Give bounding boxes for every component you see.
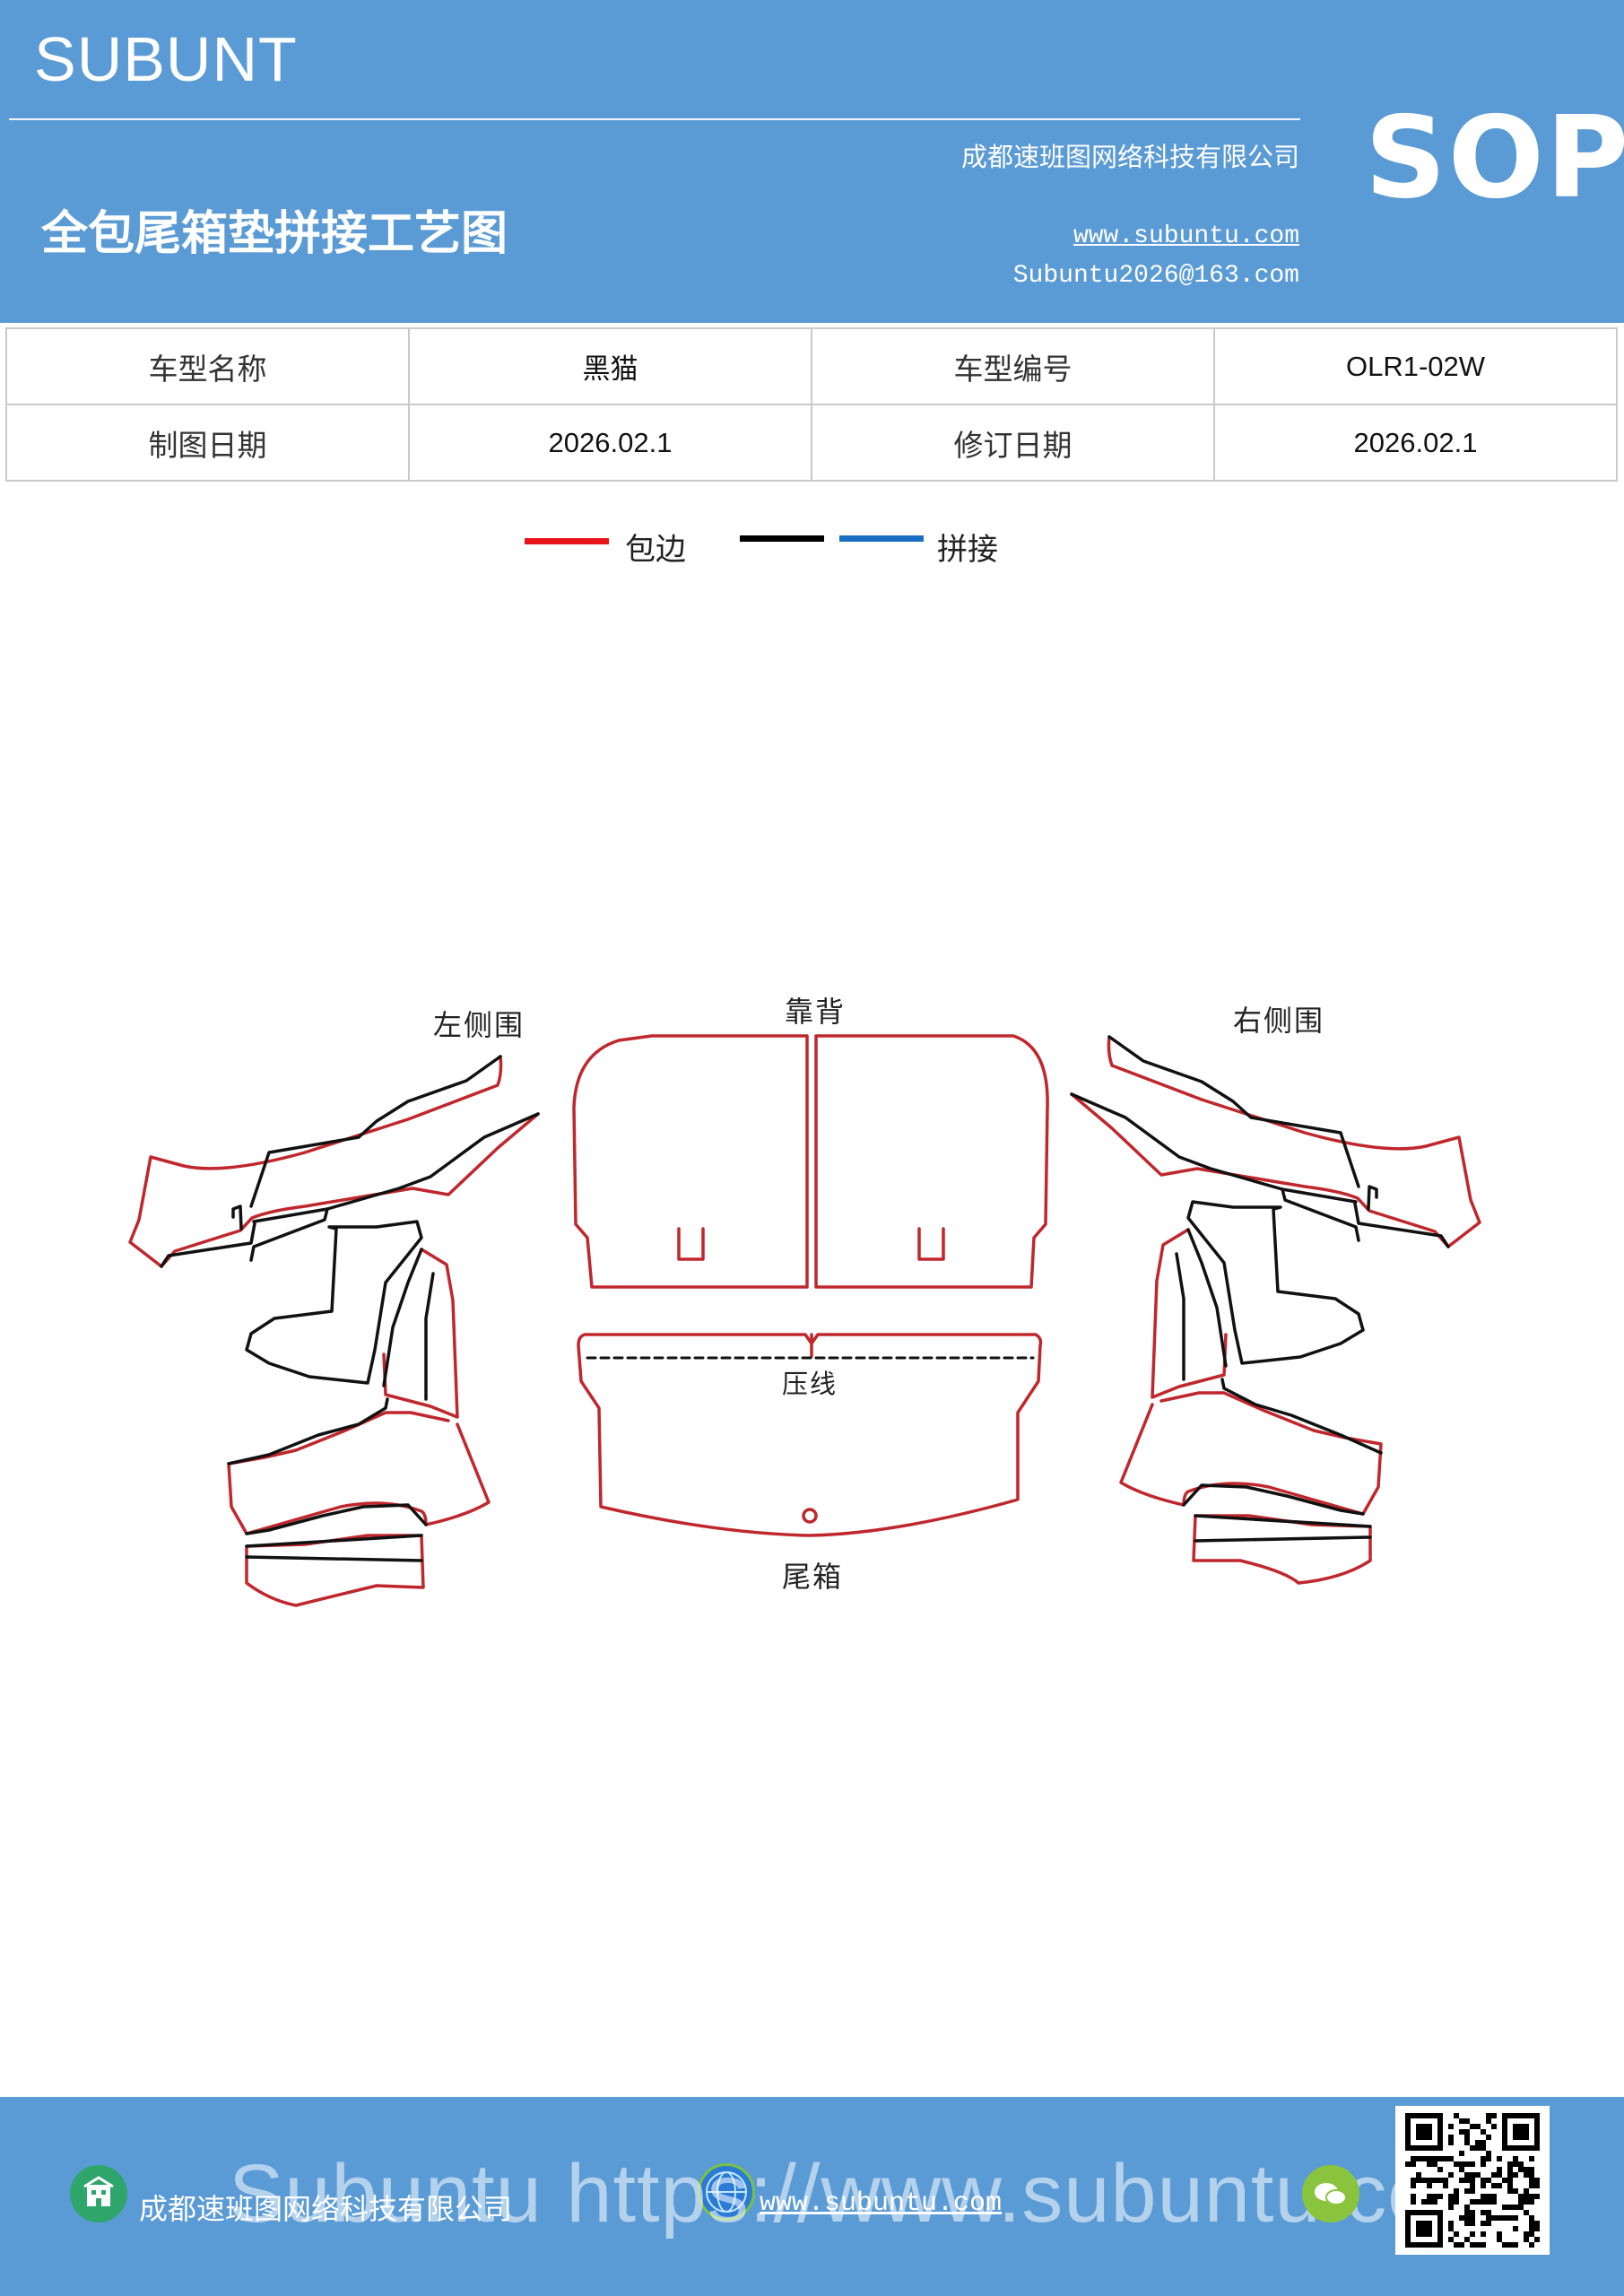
left-side-bottom-panel: [245, 1534, 425, 1607]
table-row: 制图日期 2026.02.1 修订日期 2026.02.1: [5, 404, 1618, 482]
label-left-side: 左侧围: [433, 1008, 525, 1042]
table-cell-label: 车型名称: [5, 327, 410, 405]
right-side-lower-seam: [1182, 1378, 1383, 1516]
header-divider: [9, 118, 1300, 120]
company-name: 成都速班图网络科技有限公司: [960, 142, 1299, 172]
footer-banner: 成都速班图网络科技有限公司 www.subuntu.com Subuntu ht…: [0, 2097, 1624, 2296]
qr-code[interactable]: [1395, 2106, 1550, 2255]
right-side-middle-panel: [1186, 1200, 1365, 1365]
footer-website-link[interactable]: www.subuntu.com: [760, 2188, 1003, 2219]
wechat-icon[interactable]: [1302, 2165, 1359, 2222]
legend-label-edge: 包边: [625, 532, 686, 568]
left-side-pillar-seam: [382, 1248, 435, 1401]
right-side-upper-seam-3: [1281, 1187, 1450, 1248]
legend-swatch-seam: [839, 535, 924, 542]
table-cell-label: 车型编号: [811, 327, 1215, 405]
table-cell-value: 2026.02.1: [408, 404, 812, 482]
left-side-middle-panel: [245, 1220, 423, 1385]
left-side-upper-seam: [249, 1055, 502, 1208]
left-side-upper-panel: [128, 1055, 540, 1268]
left-side-upper-seam-4: [231, 1205, 243, 1231]
left-side-lower-seam: [227, 1397, 428, 1535]
left-side-pillar: [382, 1248, 459, 1419]
right-side-upper-seam-2: [1070, 1092, 1358, 1204]
backrest-left-slot: [677, 1227, 705, 1261]
label-crease: 压线: [782, 1369, 838, 1399]
website-link[interactable]: www.subuntu.com: [1073, 222, 1299, 250]
table-cell-label: 修订日期: [811, 404, 1215, 482]
right-side-bottom-seam: [1194, 1514, 1372, 1543]
left-side-bottom-seam: [245, 1534, 423, 1562]
vehicle-info-table: 车型名称 黑猫 车型编号 OLR1-02W 制图日期 2026.02.1 修订日…: [5, 327, 1618, 482]
footer-watermark-text: Subuntu https://www.subuntu.com: [229, 2148, 1505, 2239]
footer-company-name: 成都速班图网络科技有限公司: [139, 2192, 513, 2226]
label-right-side: 右侧围: [1233, 1004, 1325, 1038]
right-side-upper-seam: [1107, 1035, 1360, 1188]
table-cell-value: 2026.02.1: [1213, 404, 1618, 482]
table-cell-label: 制图日期: [5, 404, 410, 482]
sop-badge: SOP: [1365, 91, 1624, 223]
header-banner: SUBUNT 成都速班图网络科技有限公司 全包尾箱垫拼接工艺图 www.subu…: [0, 0, 1624, 323]
email-address: Subuntu2026@163.com: [1012, 262, 1299, 290]
left-side-upper-seam-2: [252, 1112, 540, 1223]
right-side-lower-panel: [1119, 1391, 1383, 1516]
left-side-lower-panel: [227, 1411, 491, 1535]
right-side-pillar: [1151, 1228, 1228, 1399]
right-side-upper-seam-4: [1367, 1185, 1378, 1211]
label-backrest: 靠背: [785, 995, 847, 1029]
company-building-icon: [70, 2165, 127, 2222]
trunk-floor-panel: [577, 1333, 1043, 1537]
qr-code-pattern: [1405, 2113, 1540, 2248]
brand-logo-text: SUBUNT: [34, 24, 298, 94]
legend-label-seam: 拼接: [937, 532, 998, 568]
label-trunk: 尾箱: [782, 1560, 844, 1594]
table-cell-value: OLR1-02W: [1213, 327, 1618, 405]
table-cell-value: 黑猫: [408, 327, 812, 405]
globe-icon: [698, 2163, 755, 2221]
legend-swatch-black: [740, 535, 824, 542]
left-side-upper-seam-3: [160, 1207, 329, 1268]
legend-swatch-edge: [525, 538, 609, 544]
right-side-bottom-panel: [1192, 1514, 1372, 1585]
right-side-pillar-seam: [1175, 1228, 1228, 1381]
backrest-left-panel: [572, 1034, 809, 1289]
table-row: 车型名称 黑猫 车型编号 OLR1-02W: [5, 327, 1618, 405]
trunk-hole: [802, 1508, 818, 1524]
document-title: 全包尾箱垫拼接工艺图: [41, 206, 508, 261]
backrest-right-slot: [917, 1227, 945, 1261]
right-side-upper-panel: [1070, 1035, 1481, 1248]
backrest-right-panel: [814, 1034, 1049, 1289]
